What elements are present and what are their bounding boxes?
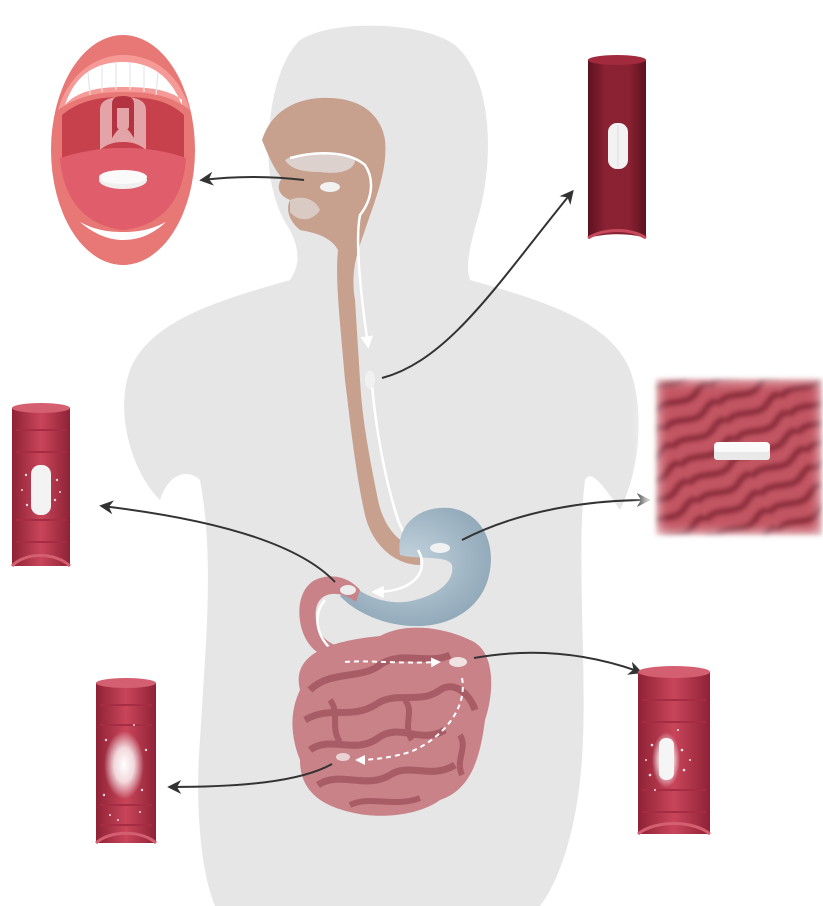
- pill-dissolving-icon: [31, 465, 51, 515]
- pill-jejunum: [449, 657, 467, 667]
- pill-stomach: [430, 543, 450, 553]
- pill-mouth: [320, 182, 340, 192]
- pill-duodenum: [340, 585, 356, 595]
- ileum-tube-panel: [96, 678, 156, 843]
- vessel-panel: [588, 55, 646, 238]
- mouth-panel: [51, 35, 195, 265]
- pill-esophagus: [365, 371, 375, 389]
- pill-ileum: [336, 753, 350, 761]
- jejunum-tube-panel: [638, 666, 710, 834]
- pill-eroding-icon: [659, 738, 674, 780]
- stomach-closeup-panel: [650, 373, 823, 541]
- pill-dissolved-glow-icon: [104, 731, 144, 799]
- duodenum-tube-panel: [12, 403, 70, 566]
